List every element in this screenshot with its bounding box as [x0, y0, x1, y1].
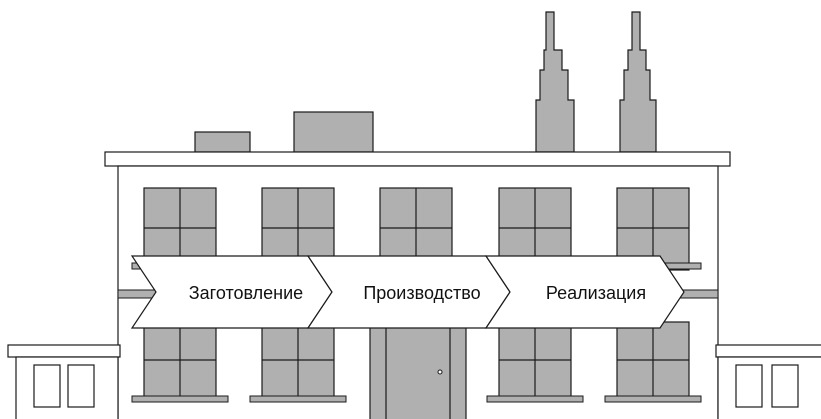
lower-sills: [131, 395, 702, 403]
right-wing-window: [771, 364, 799, 408]
roof-box-large: [293, 111, 374, 153]
left-wing-window: [67, 364, 95, 408]
process-flow: Заготовление Производство Реализация: [130, 255, 685, 329]
stage-label-1: Заготовление: [189, 283, 303, 303]
entrance-door: [369, 325, 467, 419]
stage-label-2: Производство: [363, 283, 480, 303]
roof-box-small: [194, 131, 251, 153]
right-wing: [715, 344, 821, 419]
lower-windows: [143, 321, 690, 399]
chimney-right: [619, 11, 657, 153]
right-wing-window: [735, 364, 763, 408]
stage-label-3: Реализация: [546, 283, 646, 303]
window: [616, 321, 690, 399]
ledge-right: [679, 289, 719, 299]
window: [261, 321, 335, 399]
left-wing-window: [33, 364, 61, 408]
chimneys: [535, 11, 657, 153]
window: [143, 321, 217, 399]
window: [498, 321, 572, 399]
roof-slab: [104, 151, 731, 167]
door-knob: [437, 369, 443, 375]
ledge-left: [117, 289, 159, 299]
left-wing: [7, 344, 121, 419]
chimney-left: [535, 11, 575, 153]
stage-arrow-3: [484, 255, 685, 329]
